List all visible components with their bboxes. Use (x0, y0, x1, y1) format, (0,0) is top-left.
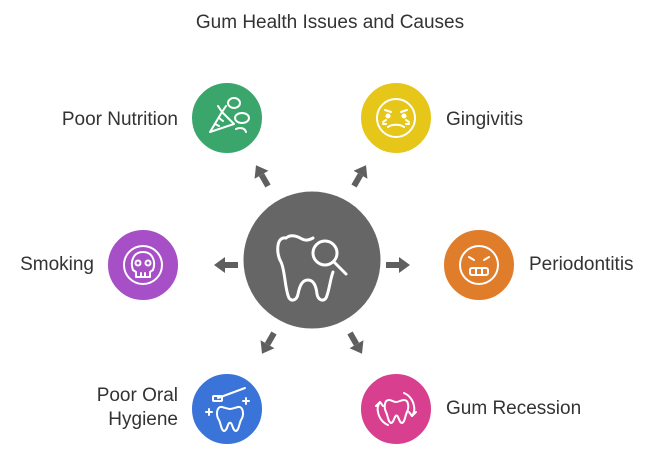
label-gingivitis: Gingivitis (446, 109, 524, 130)
toothbrush-icon (205, 387, 250, 432)
diagram-title: Gum Health Issues and Causes (195, 12, 465, 33)
node-gum-recession[interactable] (359, 372, 433, 446)
label-periodontitis: Periodontitis (529, 254, 634, 275)
arrows (214, 165, 410, 354)
node-poor-oral-hygiene[interactable] (190, 372, 264, 446)
arrow-to-periodontitis (386, 257, 410, 273)
node-smoking[interactable] (106, 228, 180, 302)
center-node (240, 188, 384, 332)
label-poor-oral-hygiene-line2: Hygiene (108, 409, 178, 430)
label-poor-nutrition: Poor Nutrition (61, 109, 178, 130)
label-poor-oral-hygiene-line1: Poor Oral (96, 385, 178, 406)
node-poor-nutrition[interactable] (190, 81, 264, 155)
arrow-to-gum-recession (347, 331, 364, 354)
arrow-to-gingivitis (351, 165, 368, 188)
arrow-to-poor-nutrition (254, 165, 271, 188)
tooth-cycle-icon (375, 392, 417, 426)
tooth-magnifier-icon (276, 234, 348, 302)
node-gingivitis[interactable] (359, 81, 433, 155)
label-gum-recession: Gum Recession (446, 398, 582, 419)
label-smoking: Smoking (20, 254, 94, 275)
sick-face-icon (376, 98, 416, 138)
arrow-to-smoking (214, 257, 238, 273)
vegetables-icon (209, 97, 250, 133)
arrow-to-poor-oral-hygiene (260, 331, 277, 354)
grimace-face-icon (459, 245, 499, 285)
skull-icon (123, 245, 163, 285)
node-periodontitis[interactable] (442, 228, 516, 302)
